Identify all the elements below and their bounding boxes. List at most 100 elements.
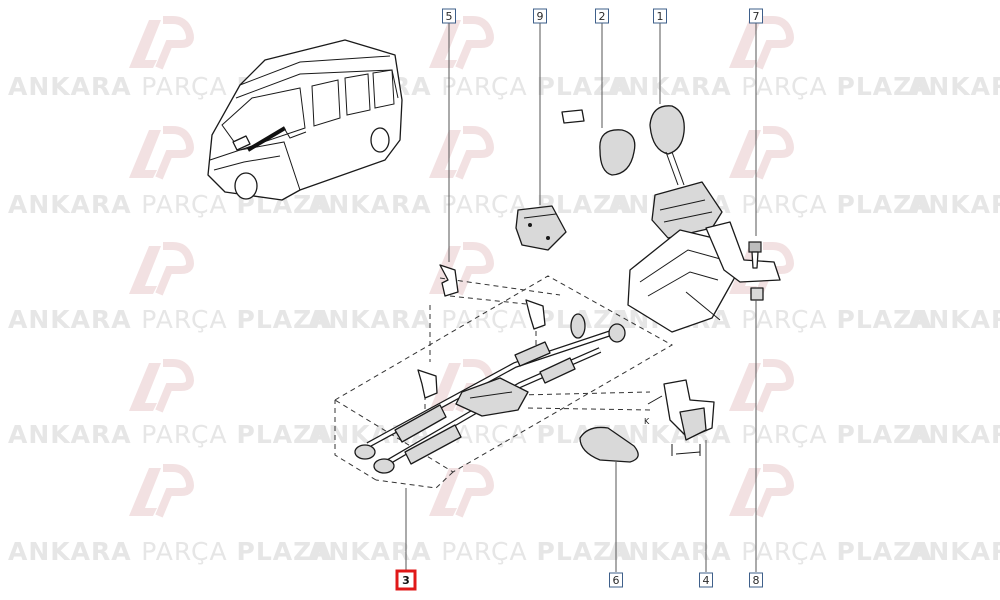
- watermark-text: ANKARA PARÇA PLAZA: [8, 420, 333, 449]
- callout-box: [533, 8, 547, 24]
- watermark-logo-icon: [729, 16, 794, 70]
- watermark-word-1: ANKARA: [908, 190, 1000, 219]
- watermark-word-2: PARÇA: [741, 72, 836, 101]
- gaiter-seal-part: [515, 205, 567, 251]
- watermark-logo-icon: [729, 464, 794, 518]
- watermark-word-2: PARÇA: [141, 537, 236, 566]
- watermark-text: ANKARA PARÇA PLAZA: [8, 190, 333, 219]
- watermark-word-2: PARÇA: [141, 72, 236, 101]
- watermark-word-2: PARÇA: [141, 305, 236, 334]
- watermark-logo-icon: [429, 242, 494, 296]
- callout-number: 4: [703, 574, 710, 587]
- watermark-word-2: PARÇA: [741, 190, 836, 219]
- watermark-word-1: ANKARA: [908, 537, 1000, 566]
- leader-lines: [405, 23, 757, 572]
- watermark-word-3: PLAZA: [837, 190, 933, 219]
- watermark-word-2: PARÇA: [741, 420, 836, 449]
- callout-2: 2: [595, 8, 609, 24]
- watermark-logo-icon: [129, 464, 194, 518]
- callout-number: 2: [599, 10, 606, 23]
- watermark-word-2: PARÇA: [441, 537, 536, 566]
- watermark-word-2: PARÇA: [441, 305, 536, 334]
- watermark-logo-icon: [729, 359, 794, 413]
- watermark-text: ANKARA PARÇA PLAZA: [908, 420, 1000, 449]
- callout-6: 6: [609, 572, 623, 588]
- watermark-word-1: ANKARA: [308, 190, 441, 219]
- watermark-text: ANKARA PARÇA PLAZA: [608, 72, 933, 101]
- watermark-word-3: PLAZA: [837, 420, 933, 449]
- watermark-logo-icon: [129, 359, 194, 413]
- watermark-word-1: ANKARA: [8, 305, 141, 334]
- callout-8: 8: [749, 572, 763, 588]
- watermark-word-1: ANKARA: [8, 190, 141, 219]
- watermark-text: ANKARA PARÇA PLAZA: [308, 537, 633, 566]
- callout-labels: 1 2 3 4 5 6 7 8 9: [395, 8, 763, 591]
- callout-number: 8: [753, 574, 760, 587]
- watermark-logo-icon: [429, 464, 494, 518]
- watermark-word-1: ANKARA: [608, 537, 741, 566]
- watermark-word-3: PLAZA: [837, 72, 933, 101]
- callout-number: 6: [613, 574, 620, 587]
- callout-box: [595, 8, 609, 24]
- callout-number: 7: [753, 10, 760, 23]
- watermark-word-1: ANKARA: [8, 72, 141, 101]
- watermark-word-1: ANKARA: [8, 537, 141, 566]
- watermark-word-1: ANKARA: [908, 72, 1000, 101]
- watermark-word-1: ANKARA: [908, 420, 1000, 449]
- watermark-text: ANKARA PARÇA PLAZA: [308, 190, 633, 219]
- watermark-logo-icon: [129, 16, 194, 70]
- callout-box: [699, 572, 713, 588]
- callout-box: [653, 8, 667, 24]
- watermark-word-3: PLAZA: [837, 537, 933, 566]
- watermark-word-2: PARÇA: [741, 305, 836, 334]
- van-illustration: [207, 39, 403, 201]
- watermark-word-3: PLAZA: [537, 72, 633, 101]
- bearing-bush-part: K: [644, 379, 715, 456]
- callout-box: [442, 8, 456, 24]
- retaining-clip-part: [417, 264, 546, 399]
- watermark-word-2: PARÇA: [141, 420, 236, 449]
- callout-box: [395, 569, 417, 591]
- watermark-text: ANKARA PARÇA PLAZA: [308, 305, 633, 334]
- callout-1: 1: [653, 8, 667, 24]
- callout-number: 5: [446, 10, 453, 23]
- watermark-word-3: PLAZA: [837, 305, 933, 334]
- gear-lever-housing-part: [627, 181, 781, 333]
- watermark-logo-icon: [729, 126, 794, 180]
- svg-text:K: K: [644, 417, 650, 426]
- watermark-word-2: PARÇA: [141, 190, 236, 219]
- floor-pad-part: [579, 426, 639, 463]
- callout-box: [749, 572, 763, 588]
- callout-number: 1: [657, 10, 664, 23]
- callout-number: 9: [537, 10, 544, 23]
- watermark-word-2: PARÇA: [741, 537, 836, 566]
- callout-box: [749, 8, 763, 24]
- watermark-text: ANKARA PARÇA PLAZA: [608, 537, 933, 566]
- watermark-word-1: ANKARA: [308, 305, 441, 334]
- gear-knob-part: [561, 105, 685, 186]
- watermark-logo-icon: [429, 126, 494, 180]
- watermark-logo-icon: [429, 16, 494, 70]
- watermark-word-1: ANKARA: [908, 305, 1000, 334]
- callout-7: 7: [749, 8, 763, 24]
- callout-3: 3: [395, 569, 417, 591]
- watermark-word-1: ANKARA: [308, 537, 441, 566]
- watermark-text: ANKARA PARÇA PLAZA: [908, 537, 1000, 566]
- watermark-logo-icon: [129, 242, 194, 296]
- callout-box: [609, 572, 623, 588]
- watermark-word-1: ANKARA: [8, 420, 141, 449]
- callout-number: 3: [402, 574, 410, 587]
- watermark-text: ANKARA PARÇA PLAZA: [8, 305, 333, 334]
- watermark-text: ANKARA PARÇA PLAZA: [8, 537, 333, 566]
- watermark-text: ANKARA PARÇA PLAZA: [908, 190, 1000, 219]
- watermark-logo-icon: [129, 126, 194, 180]
- watermark-word-1: ANKARA: [608, 72, 741, 101]
- callout-4: 4: [699, 572, 713, 588]
- gear-cable-part: [354, 313, 626, 474]
- watermark-word-2: PARÇA: [441, 72, 536, 101]
- callout-9: 9: [533, 8, 547, 24]
- callout-5: 5: [442, 8, 456, 24]
- watermark-text: ANKARA PARÇA PLAZA: [608, 420, 933, 449]
